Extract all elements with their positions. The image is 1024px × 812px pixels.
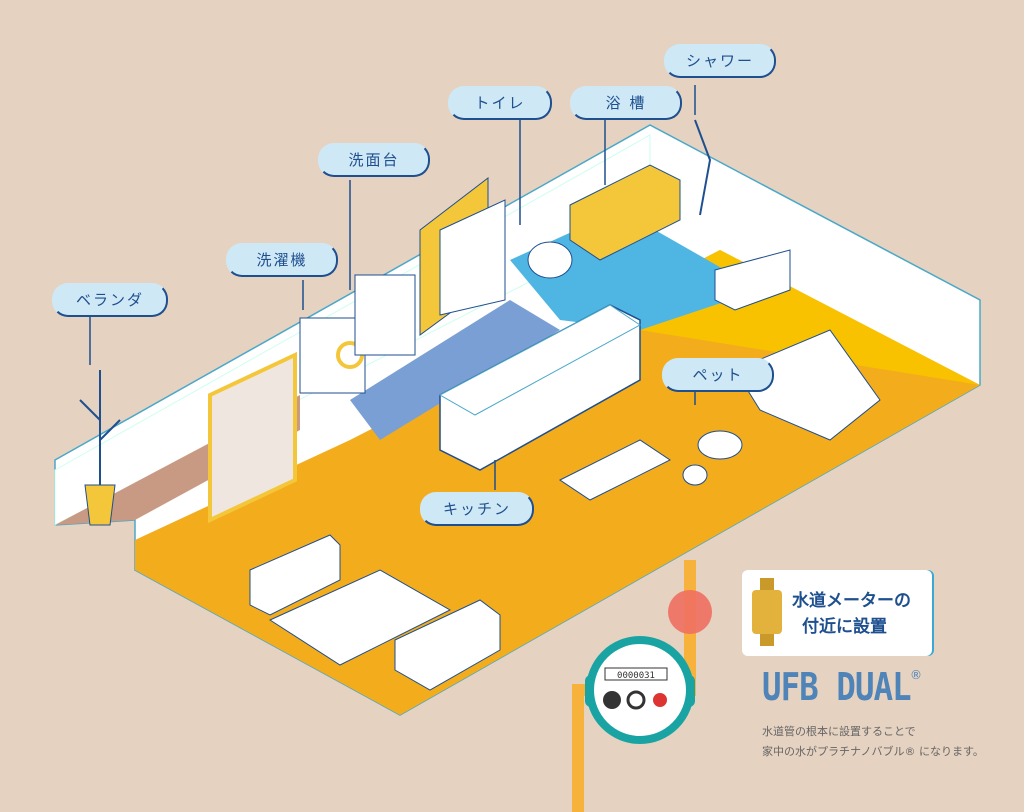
label-toilet: トイレ [448,86,552,120]
description-line-2: 家中の水がプラチナノバブル® になります。 [762,745,984,758]
callout-line-1: 水道メーターの [792,591,911,611]
bench-sofa [714,249,791,311]
label-washer: 洗濯機 [226,243,338,277]
sofa [394,599,501,691]
label-veranda: ベランダ [52,283,168,317]
kitchen-counter [438,304,641,416]
ufb-device-icon [752,578,782,646]
washroom-floor [350,300,560,440]
install-callout: 水道メーターの 付近に設置 [742,570,932,656]
toilet [527,241,573,279]
label-sink: 洗面台 [318,143,430,177]
plant-pot [84,484,116,526]
install-point-marker [668,590,712,634]
callout-line-2: 付近に設置 [802,617,887,637]
registered-mark: ® [910,668,922,682]
cat-icon [682,464,708,486]
plant [79,370,121,490]
rug [268,569,452,666]
vanity [354,274,416,356]
shower-hose [694,119,712,216]
label-pet: ペット [662,358,774,392]
tv-stand [249,534,341,616]
description: 水道管の根本に設置することで 家中の水がプラチナノバブル® になります。 [762,722,984,762]
bathtub [569,164,681,261]
door-panel [439,199,506,316]
brand-logo: UFB DUAL [762,665,912,709]
label-kitchen: キッチン [420,492,534,526]
dining-table [559,439,671,501]
leader-lines [89,85,696,490]
description-line-1: 水道管の根本に設置することで [762,725,916,738]
water-meter: 0000031 [585,636,695,744]
dog-icon [697,430,743,460]
label-shower: シャワー [664,44,776,78]
sliding-window [208,351,297,524]
meter-reading: 0000031 [617,671,655,681]
bed [734,329,881,441]
label-bathtub: 浴 槽 [570,86,682,120]
